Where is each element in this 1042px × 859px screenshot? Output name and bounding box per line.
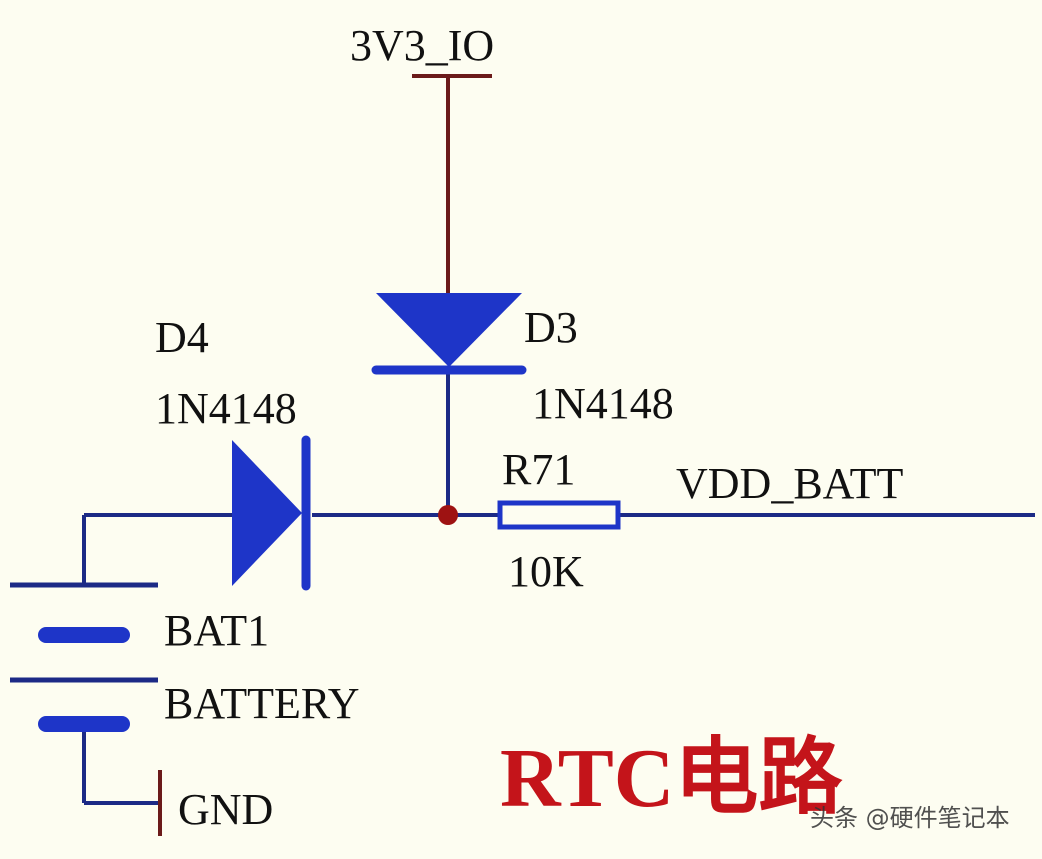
net-label-3v3-io: 3V3_IO <box>350 21 494 70</box>
diode-d4 <box>232 435 311 591</box>
r71-ref-label: R71 <box>502 445 575 494</box>
d3-triangle <box>376 293 522 367</box>
bat1-value-label: BATTERY <box>164 679 360 728</box>
bat1-ref-label: BAT1 <box>164 606 269 655</box>
d3-value-label: 1N4148 <box>532 379 674 428</box>
d4-value-label: 1N4148 <box>155 384 297 433</box>
d4-ref-label: D4 <box>155 313 209 362</box>
diode-d3 <box>371 293 527 375</box>
d4-triangle <box>232 440 302 586</box>
net-label-gnd: GND <box>178 785 273 834</box>
watermark: 头条 @硬件笔记本 <box>810 804 1010 832</box>
power-flag-3v3-io <box>412 74 492 296</box>
junction-dot <box>438 505 458 525</box>
d3-ref-label: D3 <box>524 303 578 352</box>
battery-bat1 <box>10 582 158 732</box>
net-label-vdd-batt: VDD_BATT <box>676 459 903 508</box>
r71-value-label: 10K <box>508 547 584 596</box>
resistor-r71 <box>497 500 621 530</box>
diagram-title: RTC电路 <box>500 732 843 825</box>
